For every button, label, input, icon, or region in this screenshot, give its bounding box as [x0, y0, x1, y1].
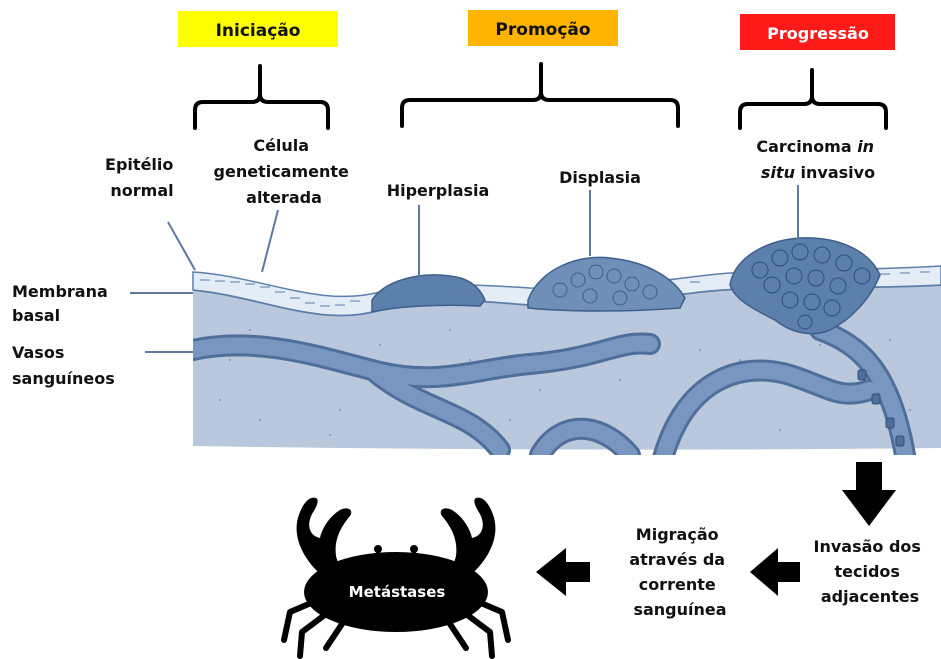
- brace-iniciacao: [195, 66, 328, 128]
- label-migracao: Migração através da corrente sanguínea: [629, 525, 730, 619]
- label-carcinoma: Carcinoma in situ invasivo: [756, 137, 879, 182]
- stage-promocao: Promoção: [468, 10, 618, 46]
- stage-progressao-label: Progressão: [767, 24, 869, 43]
- dysplasia-mass: [528, 257, 685, 311]
- label-vasos: Vasos sanguíneos: [12, 343, 115, 388]
- label-displasia: Displasia: [559, 168, 641, 187]
- tissue-section: [193, 238, 941, 470]
- stage-progressao: Progressão: [740, 14, 895, 50]
- brace-progressao: [740, 70, 886, 128]
- arrow-left-icon: [750, 548, 800, 596]
- stage-iniciacao-label: Iniciação: [216, 21, 301, 41]
- label-invasao: Invasão dos tecidos adjacentes: [814, 537, 927, 606]
- stage-iniciacao: Iniciação: [178, 11, 338, 47]
- stage-promocao-label: Promoção: [495, 20, 590, 40]
- arrow-down-icon: [842, 462, 896, 526]
- label-hiperplasia: Hiperplasia: [387, 181, 490, 200]
- label-celula: Célula geneticamente alterada: [214, 136, 355, 207]
- brace-promocao: [402, 64, 678, 126]
- pointer-epitelio: [168, 222, 195, 270]
- label-epitelio: Epitélio normal: [105, 155, 179, 200]
- pointer-celula: [262, 210, 278, 272]
- crab-icon: [284, 498, 508, 656]
- label-metastases: Metástases: [349, 583, 446, 601]
- label-membrana: Membrana basal: [12, 282, 113, 325]
- arrow-left-icon: [536, 548, 590, 596]
